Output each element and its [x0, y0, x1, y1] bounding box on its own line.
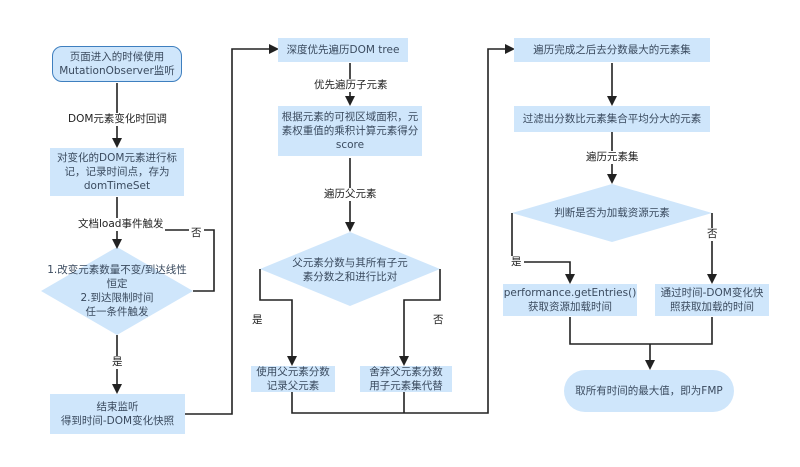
label-traverse-children: 优先遍历子元素	[312, 79, 390, 92]
edge-compare-yes	[259, 269, 297, 366]
is-resource-text: 判断是否为加载资源元素	[554, 207, 670, 219]
compare-scores-diamond	[260, 232, 440, 306]
compare-scores-text: 父元素分数与其所有子元 素分数之和进行比对	[292, 257, 408, 283]
label-no-1: 否	[189, 227, 204, 240]
area-score-node: 根据元素的可视区域面积，元 素权重值的乘积计算元素得分 score	[278, 106, 422, 156]
dfs-node: 深度优先遍历DOM tree	[278, 38, 408, 62]
label-traverse-set: 遍历元素集	[584, 151, 641, 164]
check-condition-diamond	[41, 247, 193, 335]
is-resource-diamond	[512, 184, 712, 242]
label-yes-2: 是	[250, 314, 265, 327]
dom-time-node: 通过时间-DOM变化快 照获取加载的时间	[655, 284, 769, 316]
start-node: 页面进入的时候使用 MutationObserver监听	[52, 46, 182, 82]
label-traverse-parent: 遍历父元素	[322, 188, 379, 201]
max-set-node: 遍历完成之后去分数最大的元素集	[514, 38, 710, 62]
edge-compare-no	[399, 269, 441, 366]
edge-resource-yes	[511, 213, 575, 284]
label-no-2: 否	[431, 314, 446, 327]
edge-check-no-loop	[117, 229, 215, 292]
label-no-3: 否	[705, 228, 720, 241]
performance-node: performance.getEntries() 获取资源加载时间	[503, 284, 637, 316]
use-children-node: 舍弃父元素分数 用子元素集代替	[360, 366, 452, 392]
edge-merge-col2	[291, 44, 515, 414]
use-parent-node: 使用父元素分数 记录父元素	[251, 366, 335, 392]
check-condition-text: 1.改变元素数量不变/到达线性 恒定 2.到达限制时间 任一条件触发	[47, 264, 187, 318]
filter-node: 过滤出分数比元素集合平均分大的元素	[514, 106, 710, 132]
edge-merge-col3	[569, 317, 713, 345]
label-yes-1: 是	[110, 356, 125, 369]
label-load-event: 文档load事件触发	[76, 218, 166, 231]
mark-node: 对变化的DOM元素进行标 记，记录时间点，存为 domTimeSet	[50, 148, 184, 196]
stop-node: 结束监听 得到时间-DOM变化快照	[50, 394, 185, 434]
edge-stop-to-dfs	[185, 44, 279, 415]
label-yes-3: 是	[509, 256, 524, 269]
fmp-node: 取所有时间的最大值，即为FMP	[564, 370, 734, 412]
label-dom-change-callback: DOM元素变化时回调	[66, 113, 169, 126]
